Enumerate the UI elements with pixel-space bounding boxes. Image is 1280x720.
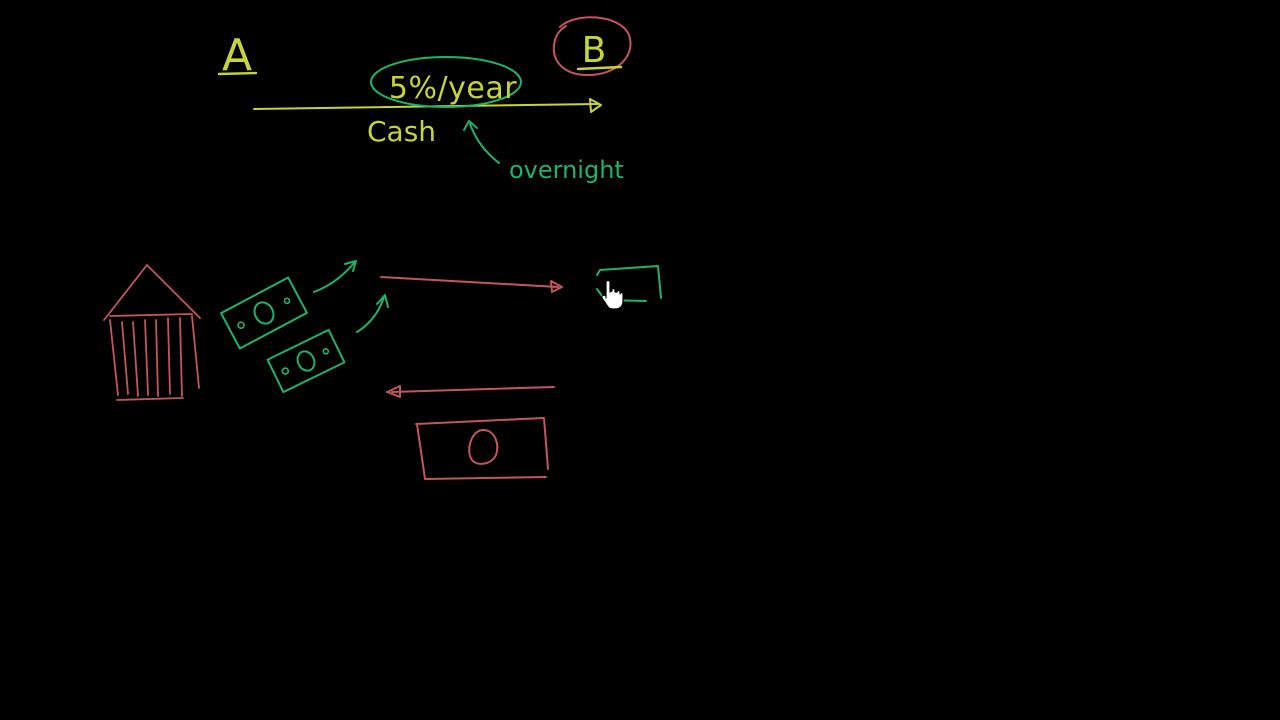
motion-arrow-head bbox=[344, 260, 357, 272]
bill bbox=[220, 276, 308, 350]
rate-circle bbox=[370, 56, 522, 108]
party-b-circle bbox=[552, 16, 632, 77]
party-b-underline bbox=[576, 65, 623, 71]
overnight-pointer-head bbox=[463, 120, 478, 131]
large-bill bbox=[415, 417, 549, 480]
arrow-back-head bbox=[386, 385, 401, 398]
bill-outline bbox=[266, 328, 346, 394]
motion-arrow bbox=[356, 296, 385, 333]
party-a-underline bbox=[217, 71, 258, 76]
cash-label: Cash bbox=[367, 115, 436, 148]
rate-label: 5%/year bbox=[389, 71, 517, 106]
arrow-back bbox=[386, 385, 555, 398]
party-b: B bbox=[552, 16, 632, 77]
bank-top-beam bbox=[109, 313, 193, 317]
party-a: A bbox=[217, 30, 258, 81]
bill-center-mark bbox=[253, 301, 275, 325]
bank-building bbox=[103, 264, 201, 401]
bill-corner-mark bbox=[281, 367, 290, 375]
party-b-label: B bbox=[582, 30, 607, 71]
arrow-to-b bbox=[380, 276, 563, 293]
bill-corner-mark bbox=[322, 348, 330, 355]
bill-corner-mark bbox=[283, 297, 291, 305]
motion-arrow-head bbox=[376, 294, 389, 308]
bill-center-mark bbox=[296, 350, 316, 372]
overnight-label: overnight bbox=[509, 156, 624, 184]
arrow-a-to-b-head bbox=[589, 98, 602, 113]
overnight-pointer-arrow bbox=[469, 123, 500, 164]
large-bill-center-mark bbox=[468, 428, 499, 465]
motion-arrows bbox=[313, 260, 389, 333]
large-bill-outline bbox=[415, 417, 549, 480]
bank-base bbox=[116, 397, 184, 401]
hand-cursor-shape bbox=[601, 279, 624, 310]
top-flow: 5%/year Cash overnight bbox=[253, 56, 624, 184]
bank-roof bbox=[103, 264, 201, 321]
hand-cursor-icon bbox=[601, 279, 624, 310]
arrow-to-b-shaft bbox=[380, 276, 559, 288]
bill bbox=[266, 328, 346, 394]
arrow-back-shaft bbox=[391, 386, 555, 393]
bill-corner-mark bbox=[237, 321, 245, 330]
bank-columns bbox=[109, 315, 200, 397]
arrow-to-b-head bbox=[550, 280, 563, 293]
bill-outline bbox=[220, 276, 308, 350]
motion-arrow bbox=[313, 262, 355, 293]
